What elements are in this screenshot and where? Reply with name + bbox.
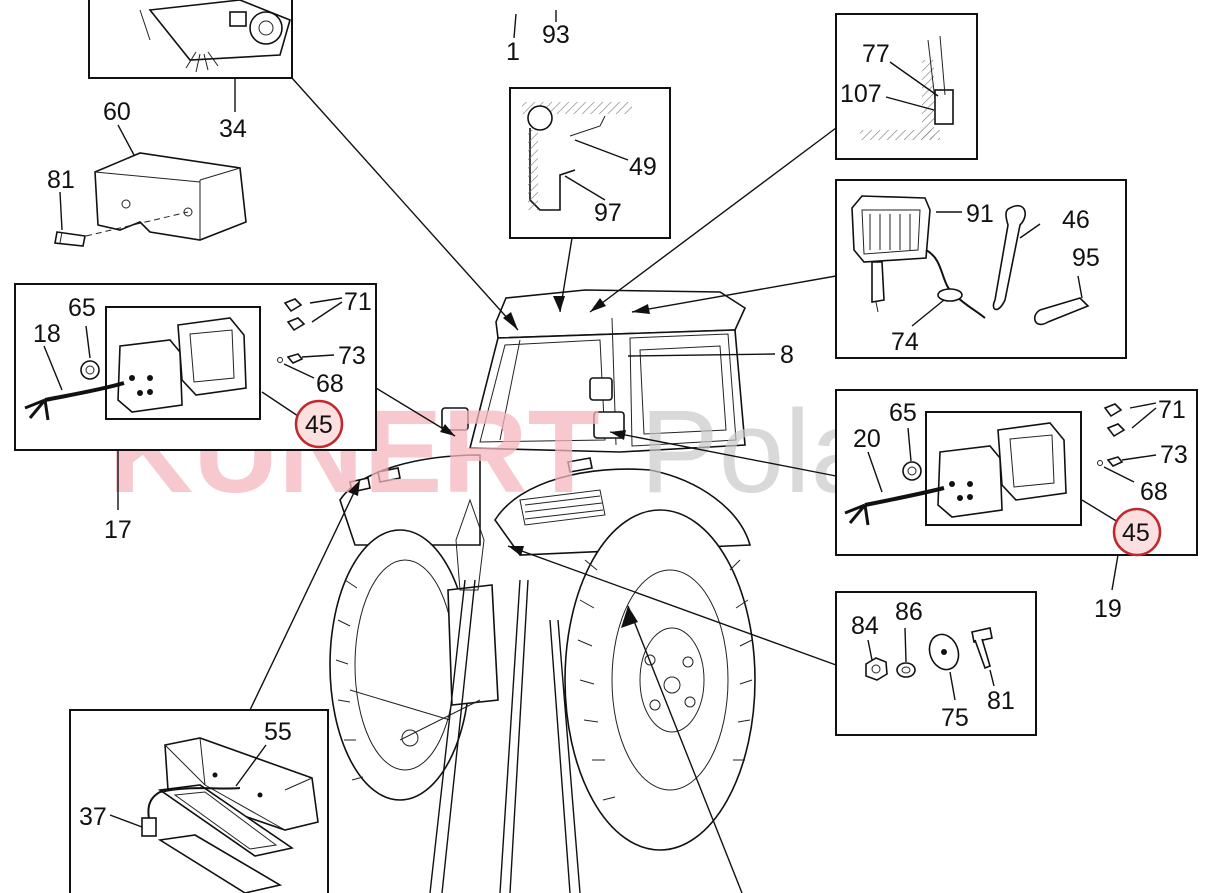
callout-71-right: 71 (1158, 396, 1186, 424)
leader-lines (117, 10, 1119, 711)
callout-labels: 93 1 34 60 81 65 71 18 73 68 45 17 49 97… (33, 21, 1188, 831)
callout-46: 46 (1062, 206, 1090, 234)
callout-60: 60 (103, 98, 131, 126)
fastener-box (835, 591, 1037, 736)
callout-1: 1 (506, 38, 520, 66)
callout-73-left: 73 (338, 342, 366, 370)
callout-93: 93 (542, 21, 570, 49)
callout-75: 75 (941, 704, 969, 732)
callout-71-left: 71 (344, 288, 372, 316)
callout-107: 107 (840, 80, 882, 108)
callout-68-left: 68 (316, 370, 344, 398)
callout-81-left: 81 (47, 166, 75, 194)
detail-box-91 (835, 179, 1127, 359)
callout-37: 37 (79, 803, 107, 831)
callout-95: 95 (1072, 244, 1100, 272)
assembly-34 (88, 0, 293, 79)
callout-45-left: 45 (305, 411, 333, 439)
callout-20: 20 (853, 425, 881, 453)
callout-81-right: 81 (987, 687, 1015, 715)
detail-box-49-97 (509, 87, 671, 239)
callout-17: 17 (104, 516, 132, 544)
callout-45-right: 45 (1122, 519, 1150, 547)
callout-65-left: 65 (68, 294, 96, 322)
highlight-circle-45-right (1112, 507, 1162, 557)
callout-91: 91 (966, 200, 994, 228)
highlight-circle-45-left (294, 399, 344, 449)
detail-box-77-107 (835, 13, 978, 160)
assembly-box-55 (69, 709, 329, 893)
callout-77: 77 (862, 40, 890, 68)
callout-8: 8 (780, 341, 794, 369)
callout-68-right: 68 (1140, 478, 1168, 506)
callout-84: 84 (851, 612, 879, 640)
callout-49: 49 (629, 153, 657, 181)
callout-86: 86 (895, 598, 923, 626)
tractor-drawing (329, 289, 756, 893)
callout-73-right: 73 (1160, 441, 1188, 469)
callout-34: 34 (219, 115, 247, 143)
callout-97: 97 (594, 199, 622, 227)
callout-19: 19 (1094, 595, 1122, 623)
callout-74: 74 (891, 328, 919, 356)
bracket-60 (54, 124, 247, 247)
callout-18: 18 (33, 320, 61, 348)
callout-55: 55 (264, 718, 292, 746)
callout-65-right: 65 (889, 399, 917, 427)
